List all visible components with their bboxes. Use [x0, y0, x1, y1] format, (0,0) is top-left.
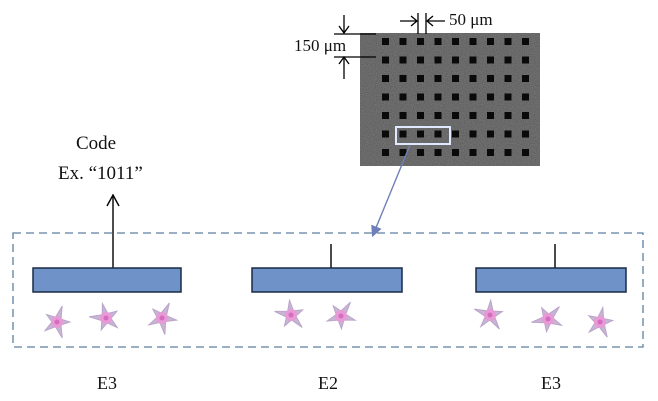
pore — [522, 93, 529, 101]
pore-array — [382, 38, 529, 156]
micrograph — [360, 33, 540, 166]
pore — [522, 38, 529, 45]
pore — [417, 38, 424, 45]
dimension-50-marker — [400, 13, 445, 34]
pore — [469, 56, 477, 64]
pore — [452, 38, 459, 45]
pore — [452, 112, 459, 119]
electrode-row-frame — [12, 232, 644, 348]
electrode-label-middle: E2 — [318, 374, 338, 393]
cell — [474, 298, 504, 330]
code-example-label: Ex. “1011” — [58, 163, 143, 184]
cell — [325, 301, 358, 331]
electrode-label-left: E3 — [97, 374, 117, 393]
pore — [417, 93, 424, 101]
pore — [382, 38, 389, 45]
pore — [487, 93, 494, 101]
pore — [487, 56, 494, 64]
pore — [382, 75, 389, 82]
pore — [434, 130, 442, 138]
pore — [522, 56, 529, 64]
electrode-middle — [251, 244, 403, 293]
pore — [382, 93, 389, 101]
pore — [434, 75, 442, 82]
pore — [452, 149, 459, 156]
pore — [452, 56, 459, 64]
pore — [399, 56, 407, 64]
electrode-right — [475, 244, 627, 293]
highlight-box — [395, 126, 451, 145]
electrode-left — [32, 267, 182, 293]
cell-group — [43, 298, 615, 339]
pore — [469, 93, 477, 101]
pore — [487, 38, 494, 45]
pitch-dimension-label: 150 μm — [294, 36, 347, 55]
pore — [522, 112, 529, 119]
pore — [522, 75, 529, 82]
pore — [399, 75, 407, 82]
pore — [452, 130, 459, 138]
cell — [274, 298, 305, 328]
pore — [434, 38, 442, 45]
pore — [504, 75, 512, 82]
pore — [469, 149, 477, 156]
pore — [504, 93, 512, 101]
pore — [434, 149, 442, 156]
pore — [504, 130, 512, 138]
pore — [399, 93, 407, 101]
pore — [399, 112, 407, 119]
pore — [382, 56, 389, 64]
pore — [399, 130, 407, 138]
code-label: Code — [76, 133, 117, 154]
cell — [531, 306, 564, 334]
pore — [417, 130, 424, 138]
pore — [469, 75, 477, 82]
code-arrow — [106, 193, 120, 268]
pore — [469, 112, 477, 119]
pore — [382, 112, 389, 119]
pore — [434, 56, 442, 64]
pore — [382, 130, 389, 138]
pore — [504, 56, 512, 64]
pore — [487, 149, 494, 156]
pore — [469, 38, 477, 45]
pore — [504, 38, 512, 45]
pore — [522, 130, 529, 138]
pore — [469, 130, 477, 138]
pore — [417, 112, 424, 119]
pore — [504, 112, 512, 119]
pore-size-dimension-label: 50 μm — [449, 10, 493, 29]
cell — [587, 305, 615, 338]
pore — [417, 75, 424, 82]
pore — [434, 112, 442, 119]
pore — [487, 75, 494, 82]
pore — [522, 149, 529, 156]
pointer-arrow — [371, 144, 411, 238]
dimension-150-marker — [334, 15, 376, 79]
pore — [452, 75, 459, 82]
cell — [89, 301, 119, 332]
pore — [417, 149, 424, 156]
pore — [399, 149, 407, 156]
pore — [417, 56, 424, 64]
pore — [382, 149, 389, 156]
cell — [147, 302, 179, 335]
pore — [452, 93, 459, 101]
cell — [43, 305, 72, 339]
electrode-label-right: E3 — [541, 374, 561, 393]
pore — [504, 149, 512, 156]
pore — [487, 112, 494, 119]
pore — [487, 130, 494, 138]
pore — [399, 38, 407, 45]
pore — [434, 93, 442, 101]
